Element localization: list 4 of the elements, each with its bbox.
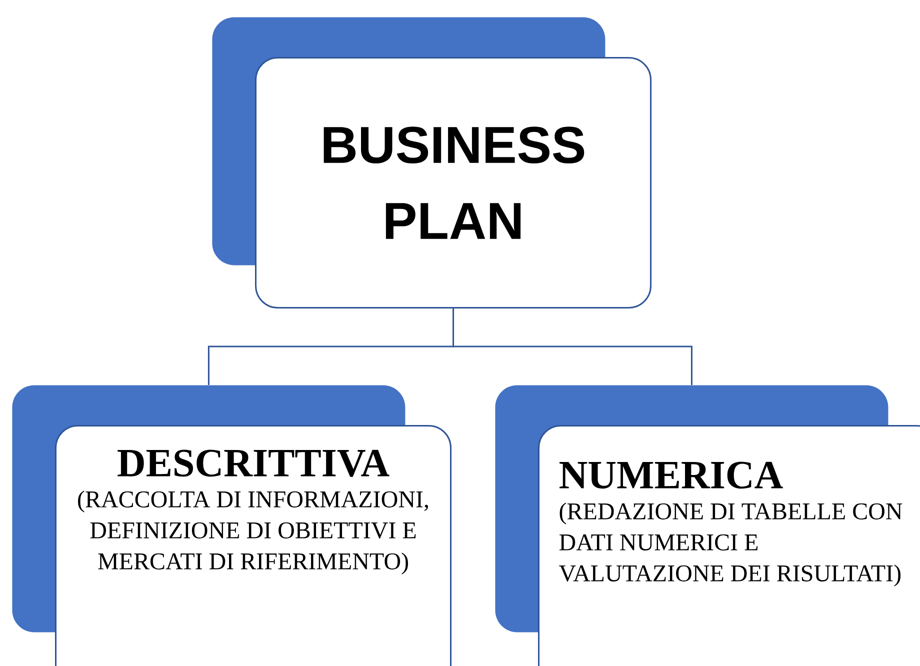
connector-line [452, 308, 692, 385]
text-box: BUSINESS PLAN [255, 57, 652, 308]
text-box: DESCRITTIVA (RACCOLTA DI INFORMAZIONI, DEFINIZIONE DI OBIETTIVI E MERCATI DI RIFERIMENTO) [55, 425, 452, 666]
text-box: NUMERICA (REDAZIONE DI TABELLE CON DATI NUMERICI E VALUTAZIONE DEI RISULTATI) [538, 425, 920, 666]
